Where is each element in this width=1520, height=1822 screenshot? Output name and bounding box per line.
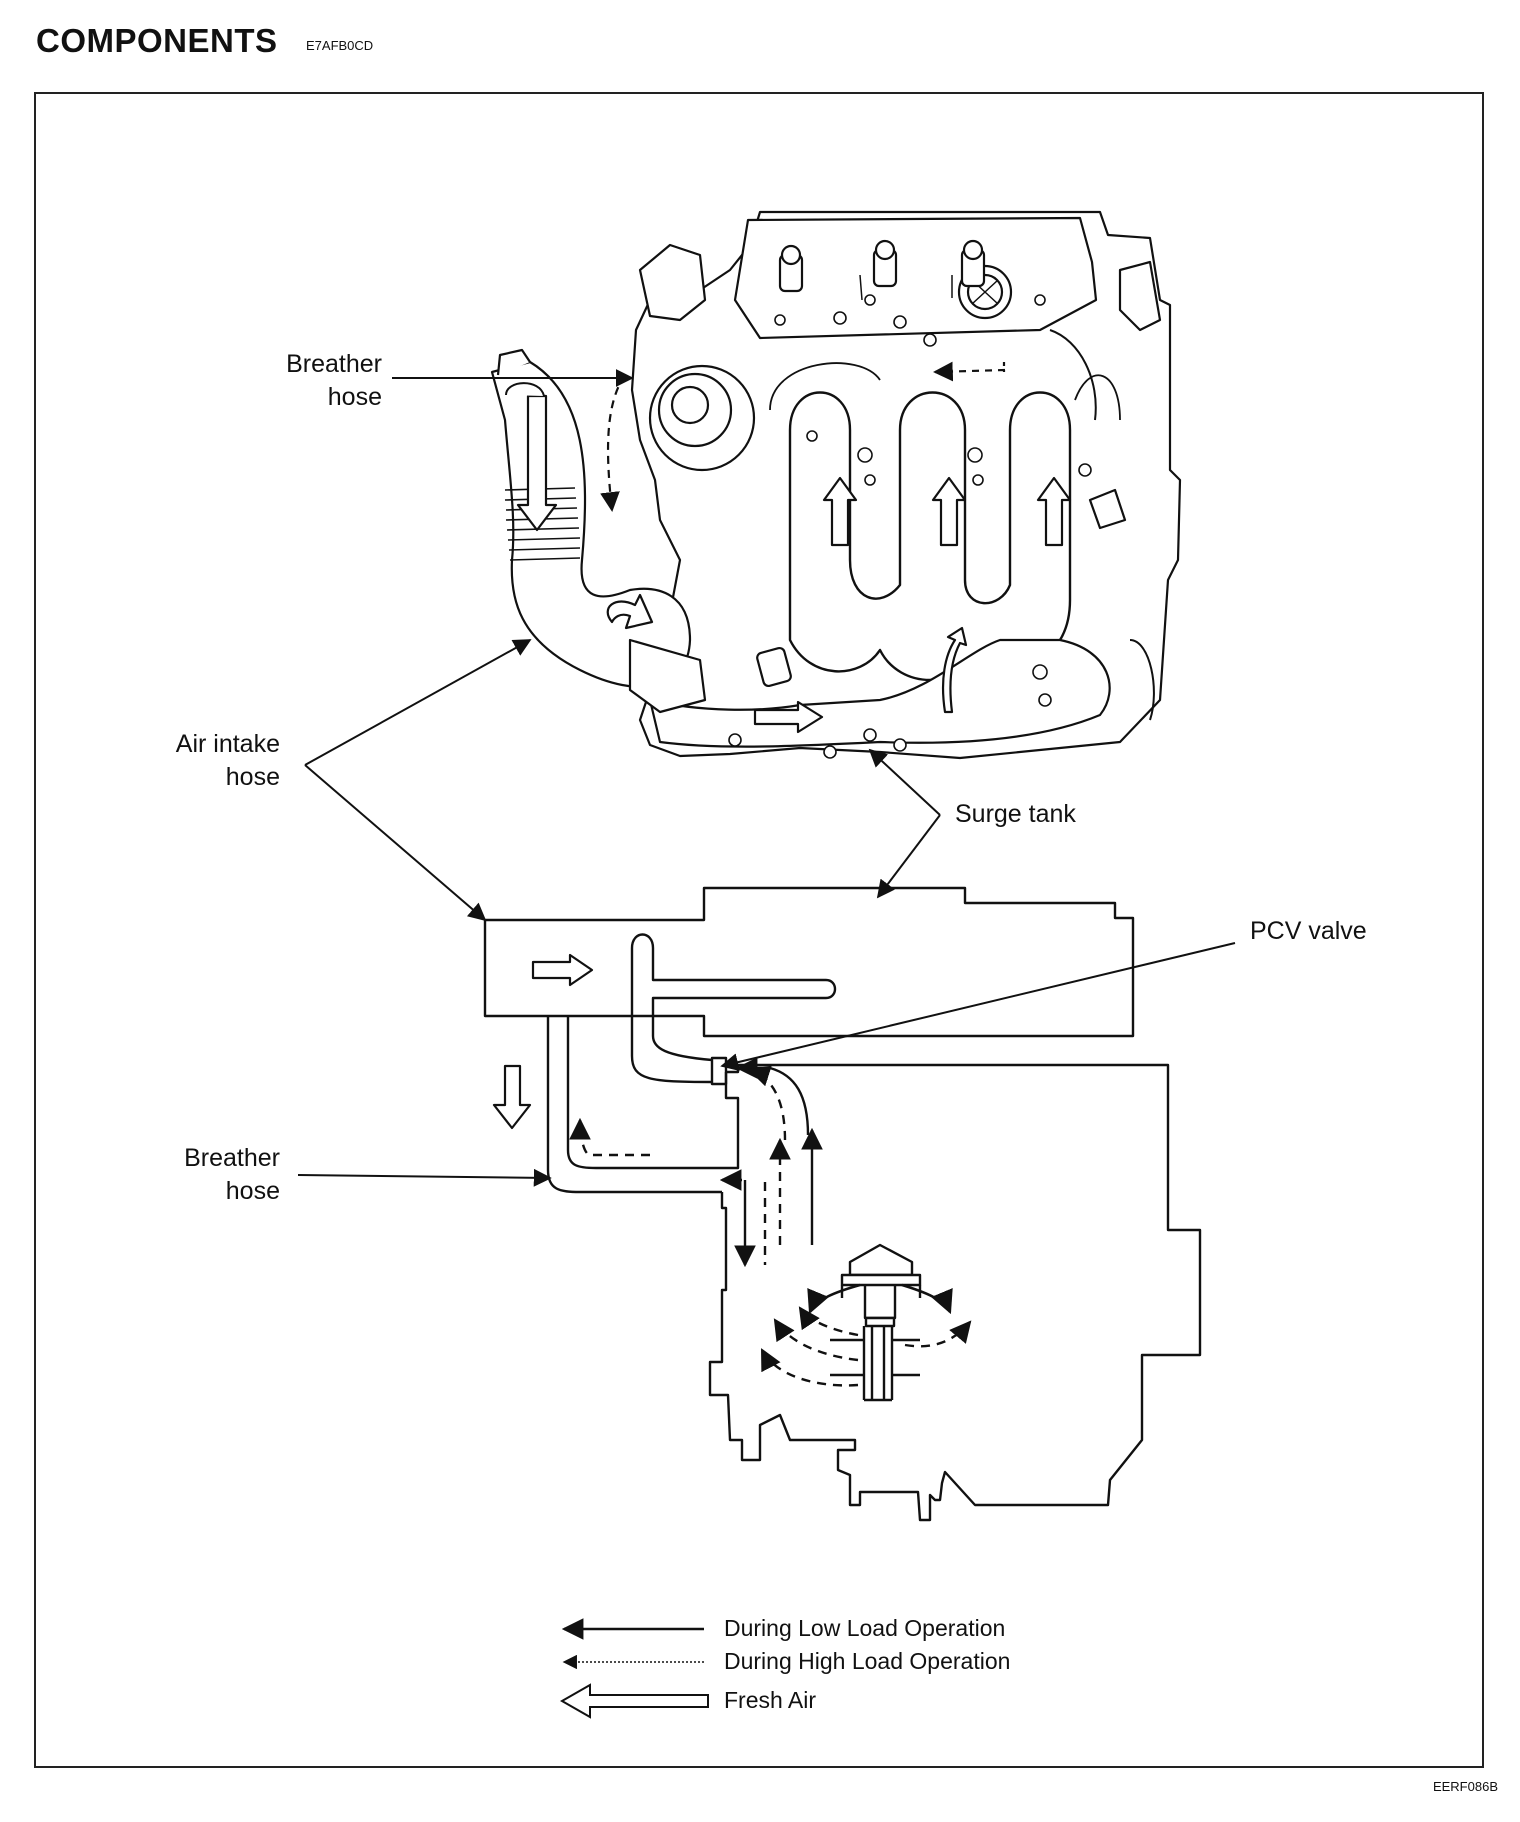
- engine-illustration: [490, 210, 1182, 760]
- page-title: COMPONENTS: [36, 22, 278, 59]
- legend-fresh-air: Fresh Air: [724, 1687, 817, 1713]
- label-breather-hose-bottom: Breather hose: [184, 1144, 280, 1205]
- label-surge-tank: Surge tank: [955, 800, 1076, 828]
- legend-samples: [559, 1618, 709, 1719]
- leader-lines: [297, 369, 1236, 1187]
- section-code: E7AFB0CD: [306, 38, 374, 53]
- diagram-frame: [34, 92, 1484, 1768]
- label-air-intake-hose: Air intake hose: [175, 730, 280, 791]
- pcv-schematic: [483, 886, 1202, 1522]
- label-breather-hose-top: Breather hose: [286, 350, 382, 411]
- legend-low-load: During Low Load Operation: [724, 1615, 1006, 1641]
- legend-high-load: During High Load Operation: [724, 1648, 1011, 1674]
- label-pcv-valve: PCV valve: [1250, 917, 1367, 945]
- figure-id: EERF086B: [1432, 1779, 1498, 1794]
